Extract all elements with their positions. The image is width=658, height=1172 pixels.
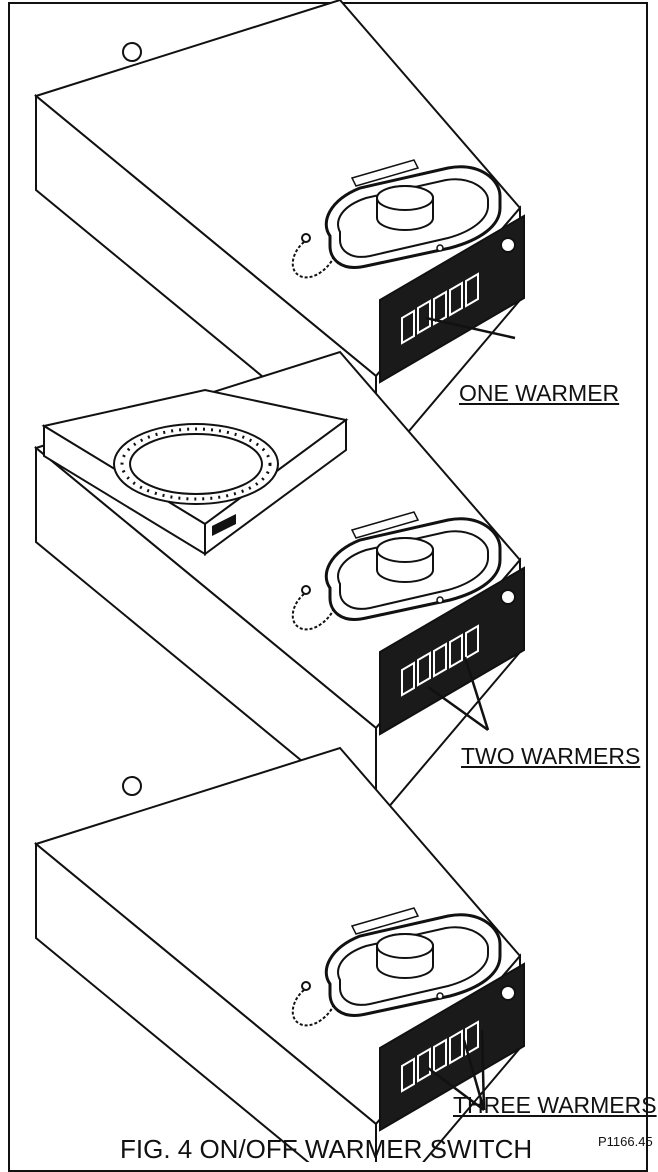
pointer-line (427, 685, 489, 732)
figure-caption: FIG. 4 ON/OFF WARMER SWITCH (120, 1134, 533, 1164)
label-one-warmer: ONE WARMER (459, 380, 620, 406)
pointer-line (462, 1039, 486, 1111)
pointer-line (427, 1067, 485, 1111)
brewer-one-warmer (34, 0, 526, 472)
top-hole-icon (122, 42, 142, 62)
label-three-warmers: THREE WARMERS (453, 1092, 657, 1118)
part-number: P1166.45 (598, 1134, 653, 1149)
pointer-line (463, 656, 490, 731)
brewer-three-warmers (34, 746, 526, 1162)
pointer-line (425, 316, 516, 340)
pointer-line (480, 1029, 486, 1111)
label-two-warmers: TWO WARMERS (461, 743, 641, 769)
top-hole-icon (122, 776, 142, 796)
brewer-two-warmers (34, 350, 526, 824)
